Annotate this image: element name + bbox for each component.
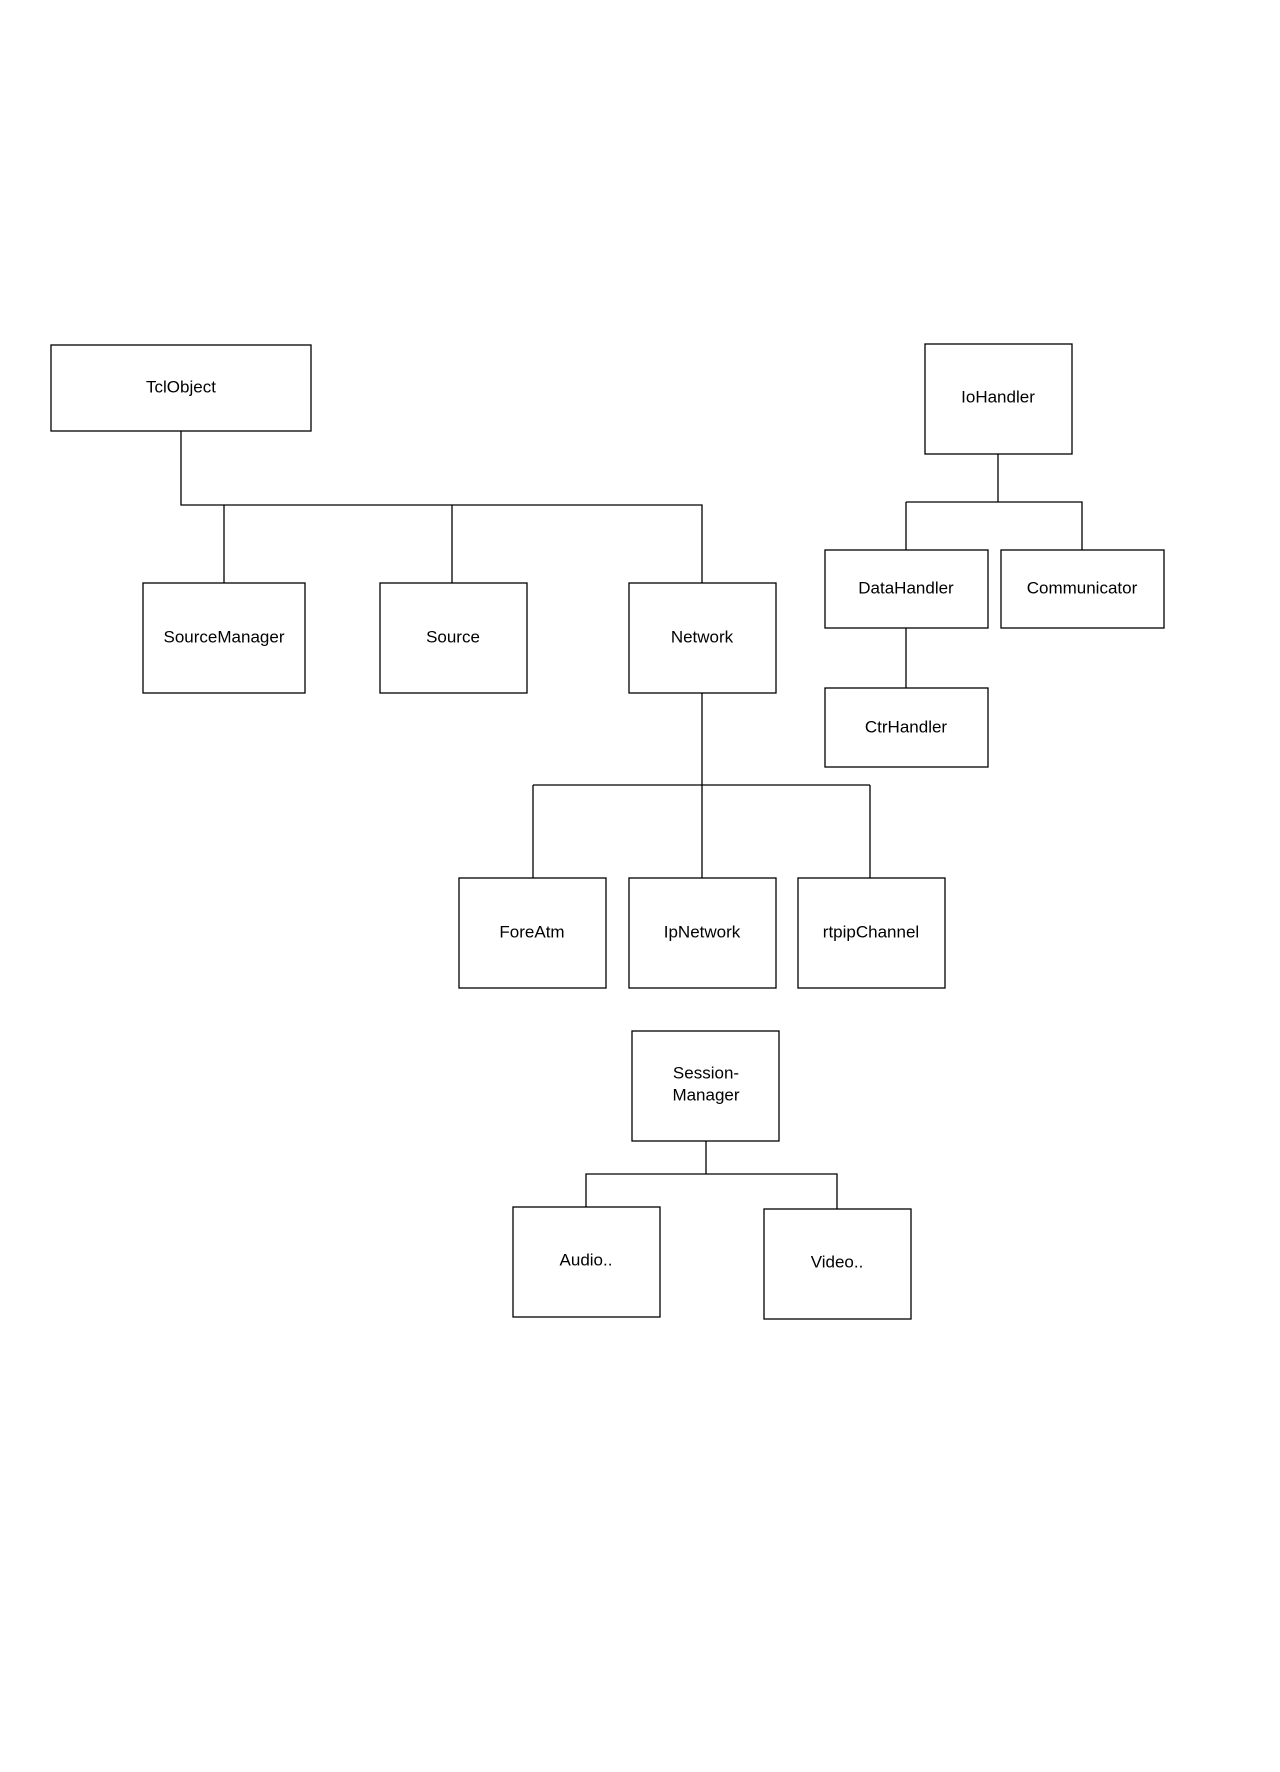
node-datahandler[interactable]: DataHandler xyxy=(824,549,989,629)
node-video-label: Video.. xyxy=(811,1252,864,1271)
node-rtpipchannel[interactable]: rtpipChannel xyxy=(797,877,946,989)
node-sourcemanager[interactable]: SourceManager xyxy=(142,582,306,694)
node-source[interactable]: Source xyxy=(379,582,528,694)
node-ipnetwork[interactable]: IpNetwork xyxy=(628,877,777,989)
connectors xyxy=(180,430,1083,1209)
node-ctrhandler-label: CtrHandler xyxy=(865,717,948,736)
node-sourcemanager-label: SourceManager xyxy=(164,627,285,646)
node-audio[interactable]: Audio.. xyxy=(512,1206,661,1318)
node-tclobject[interactable]: TclObject xyxy=(50,344,312,432)
node-source-label: Source xyxy=(426,627,480,646)
node-foreatm[interactable]: ForeAtm xyxy=(458,877,607,989)
node-tclobject-label: TclObject xyxy=(146,377,216,396)
node-audio-label: Audio.. xyxy=(560,1250,613,1269)
node-rtpipchannel-label: rtpipChannel xyxy=(823,922,919,941)
node-network[interactable]: Network xyxy=(628,582,777,694)
node-video[interactable]: Video.. xyxy=(763,1208,912,1320)
node-sessionmanager-label-line1: Session- xyxy=(673,1063,739,1082)
node-ctrhandler[interactable]: CtrHandler xyxy=(824,687,989,768)
connector-iohandler-bus xyxy=(905,501,1083,550)
node-ipnetwork-label: IpNetwork xyxy=(664,922,741,941)
connector-sessionmanager-bus xyxy=(585,1173,838,1209)
node-sessionmanager-label-line2: Manager xyxy=(672,1085,739,1104)
node-network-label: Network xyxy=(671,627,734,646)
node-datahandler-label: DataHandler xyxy=(858,578,954,597)
node-iohandler[interactable]: IoHandler xyxy=(924,343,1073,455)
node-communicator-label: Communicator xyxy=(1027,578,1138,597)
node-communicator[interactable]: Communicator xyxy=(1000,549,1165,629)
connector-tclobject-trunk xyxy=(180,430,703,583)
node-sessionmanager[interactable]: Session- Manager xyxy=(631,1030,780,1142)
node-iohandler-label: IoHandler xyxy=(961,387,1035,406)
node-foreatm-label: ForeAtm xyxy=(499,922,564,941)
